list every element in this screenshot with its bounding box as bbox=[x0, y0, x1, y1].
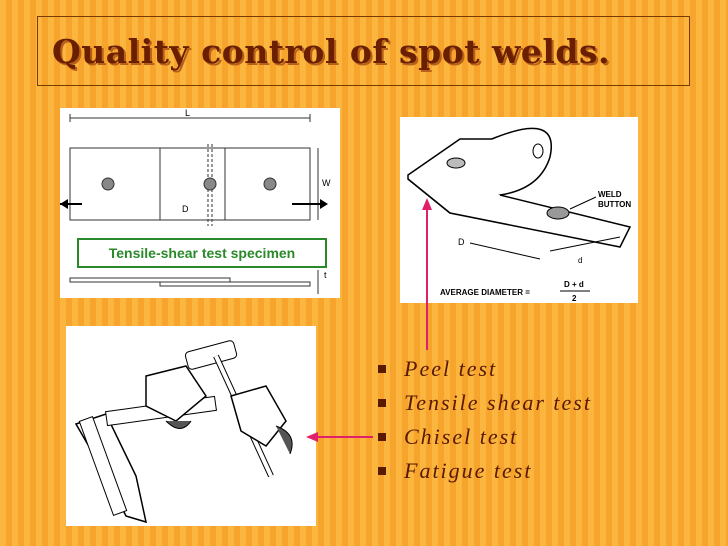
formula-numerator: D + d bbox=[564, 280, 584, 289]
bullet-square-icon bbox=[378, 365, 386, 373]
chisel-test-image bbox=[66, 326, 316, 526]
list-item: Peel test bbox=[378, 352, 592, 386]
dimension-t-label: t bbox=[324, 270, 327, 280]
title-box: Quality control of spot welds. bbox=[37, 16, 690, 86]
formula-denominator: 2 bbox=[572, 294, 577, 303]
bullet-square-icon bbox=[378, 399, 386, 407]
tensile-specimen-image: L D W t bbox=[60, 108, 340, 298]
bullet-square-icon bbox=[378, 433, 386, 441]
slide-title: Quality control of spot welds. bbox=[52, 31, 611, 71]
specimen-caption: Tensile-shear test specimen bbox=[77, 238, 327, 268]
weld-label: WELD bbox=[598, 190, 622, 199]
dimension-W-label: W bbox=[322, 178, 331, 188]
list-item: Tensile shear test bbox=[378, 386, 592, 420]
dimension-D-label: D bbox=[182, 204, 189, 214]
average-diameter-label: AVERAGE DIAMETER = bbox=[440, 288, 530, 297]
button-label: BUTTON bbox=[598, 200, 631, 209]
bullet-square-icon bbox=[378, 467, 386, 475]
list-item: Fatigue test bbox=[378, 454, 592, 488]
dimension-L-label: L bbox=[185, 108, 190, 118]
peel-test-image: WELD BUTTON D d AVERAGE DIAMETER = D + d… bbox=[400, 117, 638, 303]
test-list: Peel test Tensile shear test Chisel test… bbox=[378, 352, 592, 488]
list-item: Chisel test bbox=[378, 420, 592, 454]
peel-D-label: D bbox=[458, 237, 465, 247]
peel-d-label: d bbox=[578, 256, 582, 265]
